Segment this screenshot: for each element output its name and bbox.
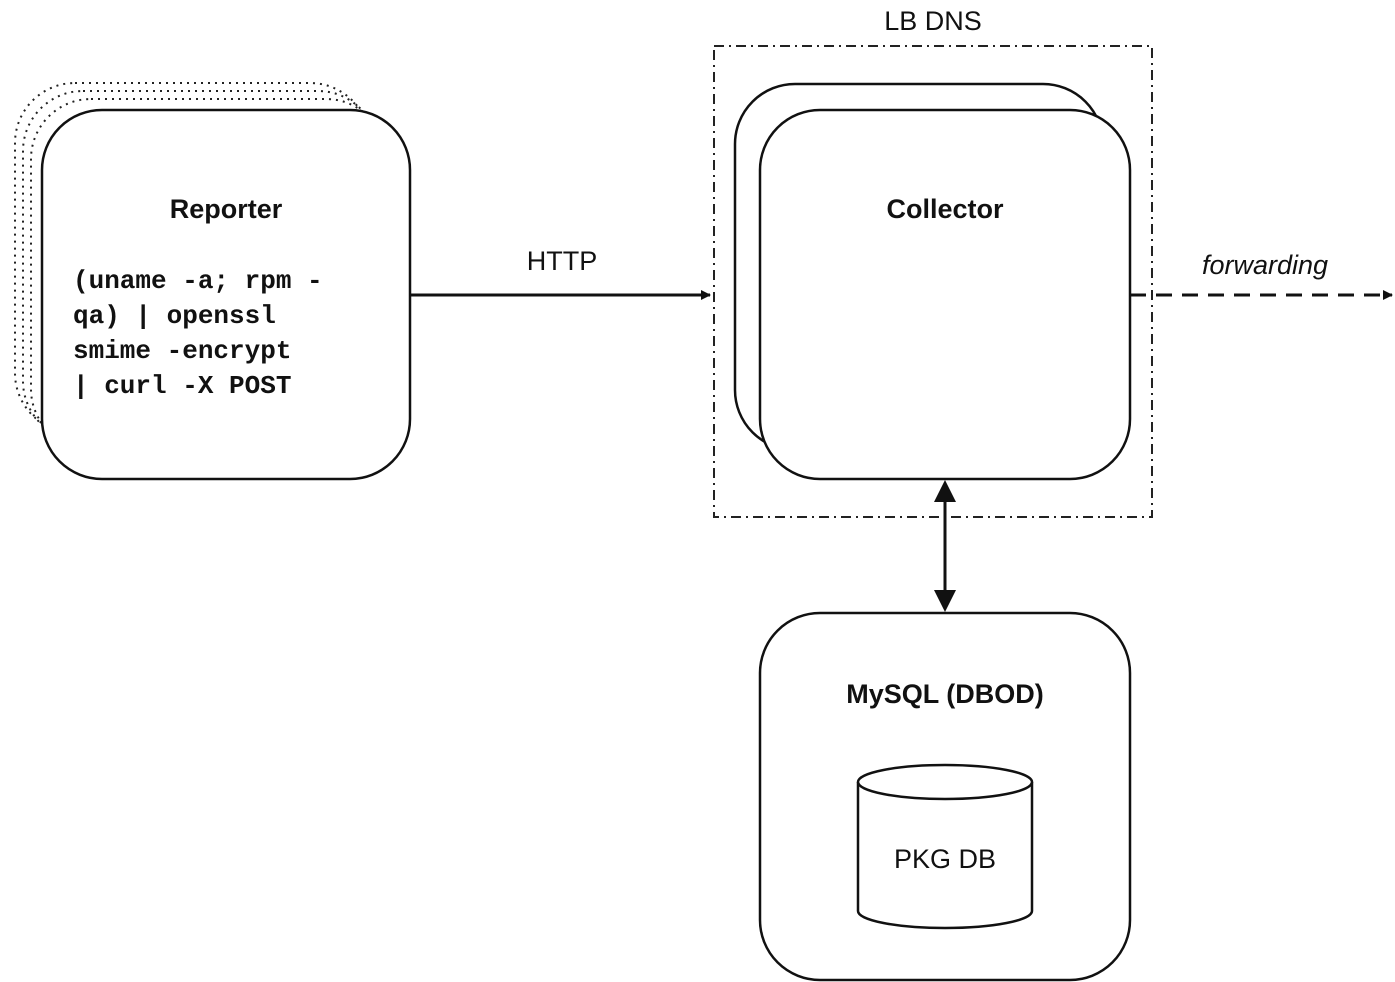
mysql-node: MySQL (DBOD) PKG DB [758,611,1132,982]
lb-dns-boundary [713,45,1153,518]
db-connection-edge [934,480,956,612]
collector-title: Collector [886,194,1004,224]
reporter-command-line-4: | curl -X POST [73,371,291,401]
mysql-title: MySQL (DBOD) [846,679,1044,709]
reporter-command-line-2: qa) | openssl [73,301,276,331]
http-label: HTTP [527,246,598,276]
reporter-command-line-3: smime -encrypt [73,336,291,366]
lb-dns-label: LB DNS [884,6,982,36]
pkg-db-label: PKG DB [894,844,996,874]
http-edge: HTTP [410,246,711,300]
reporter-node: Reporter (uname -a; rpm - qa) | openssl … [40,108,412,481]
lb-dns-group: LB DNS [713,6,1153,518]
collector-box [758,108,1132,481]
reporter-command-line-1: (uname -a; rpm - [73,266,323,296]
database-cylinder-icon [856,763,1034,930]
forwarding-edge: forwarding [1130,250,1393,300]
collector-node: Collector [758,108,1132,481]
forwarding-label: forwarding [1202,250,1328,280]
db-connection-arrowhead-down [934,590,956,612]
db-connection-arrowhead-up [934,480,956,502]
reporter-title: Reporter [170,194,283,224]
